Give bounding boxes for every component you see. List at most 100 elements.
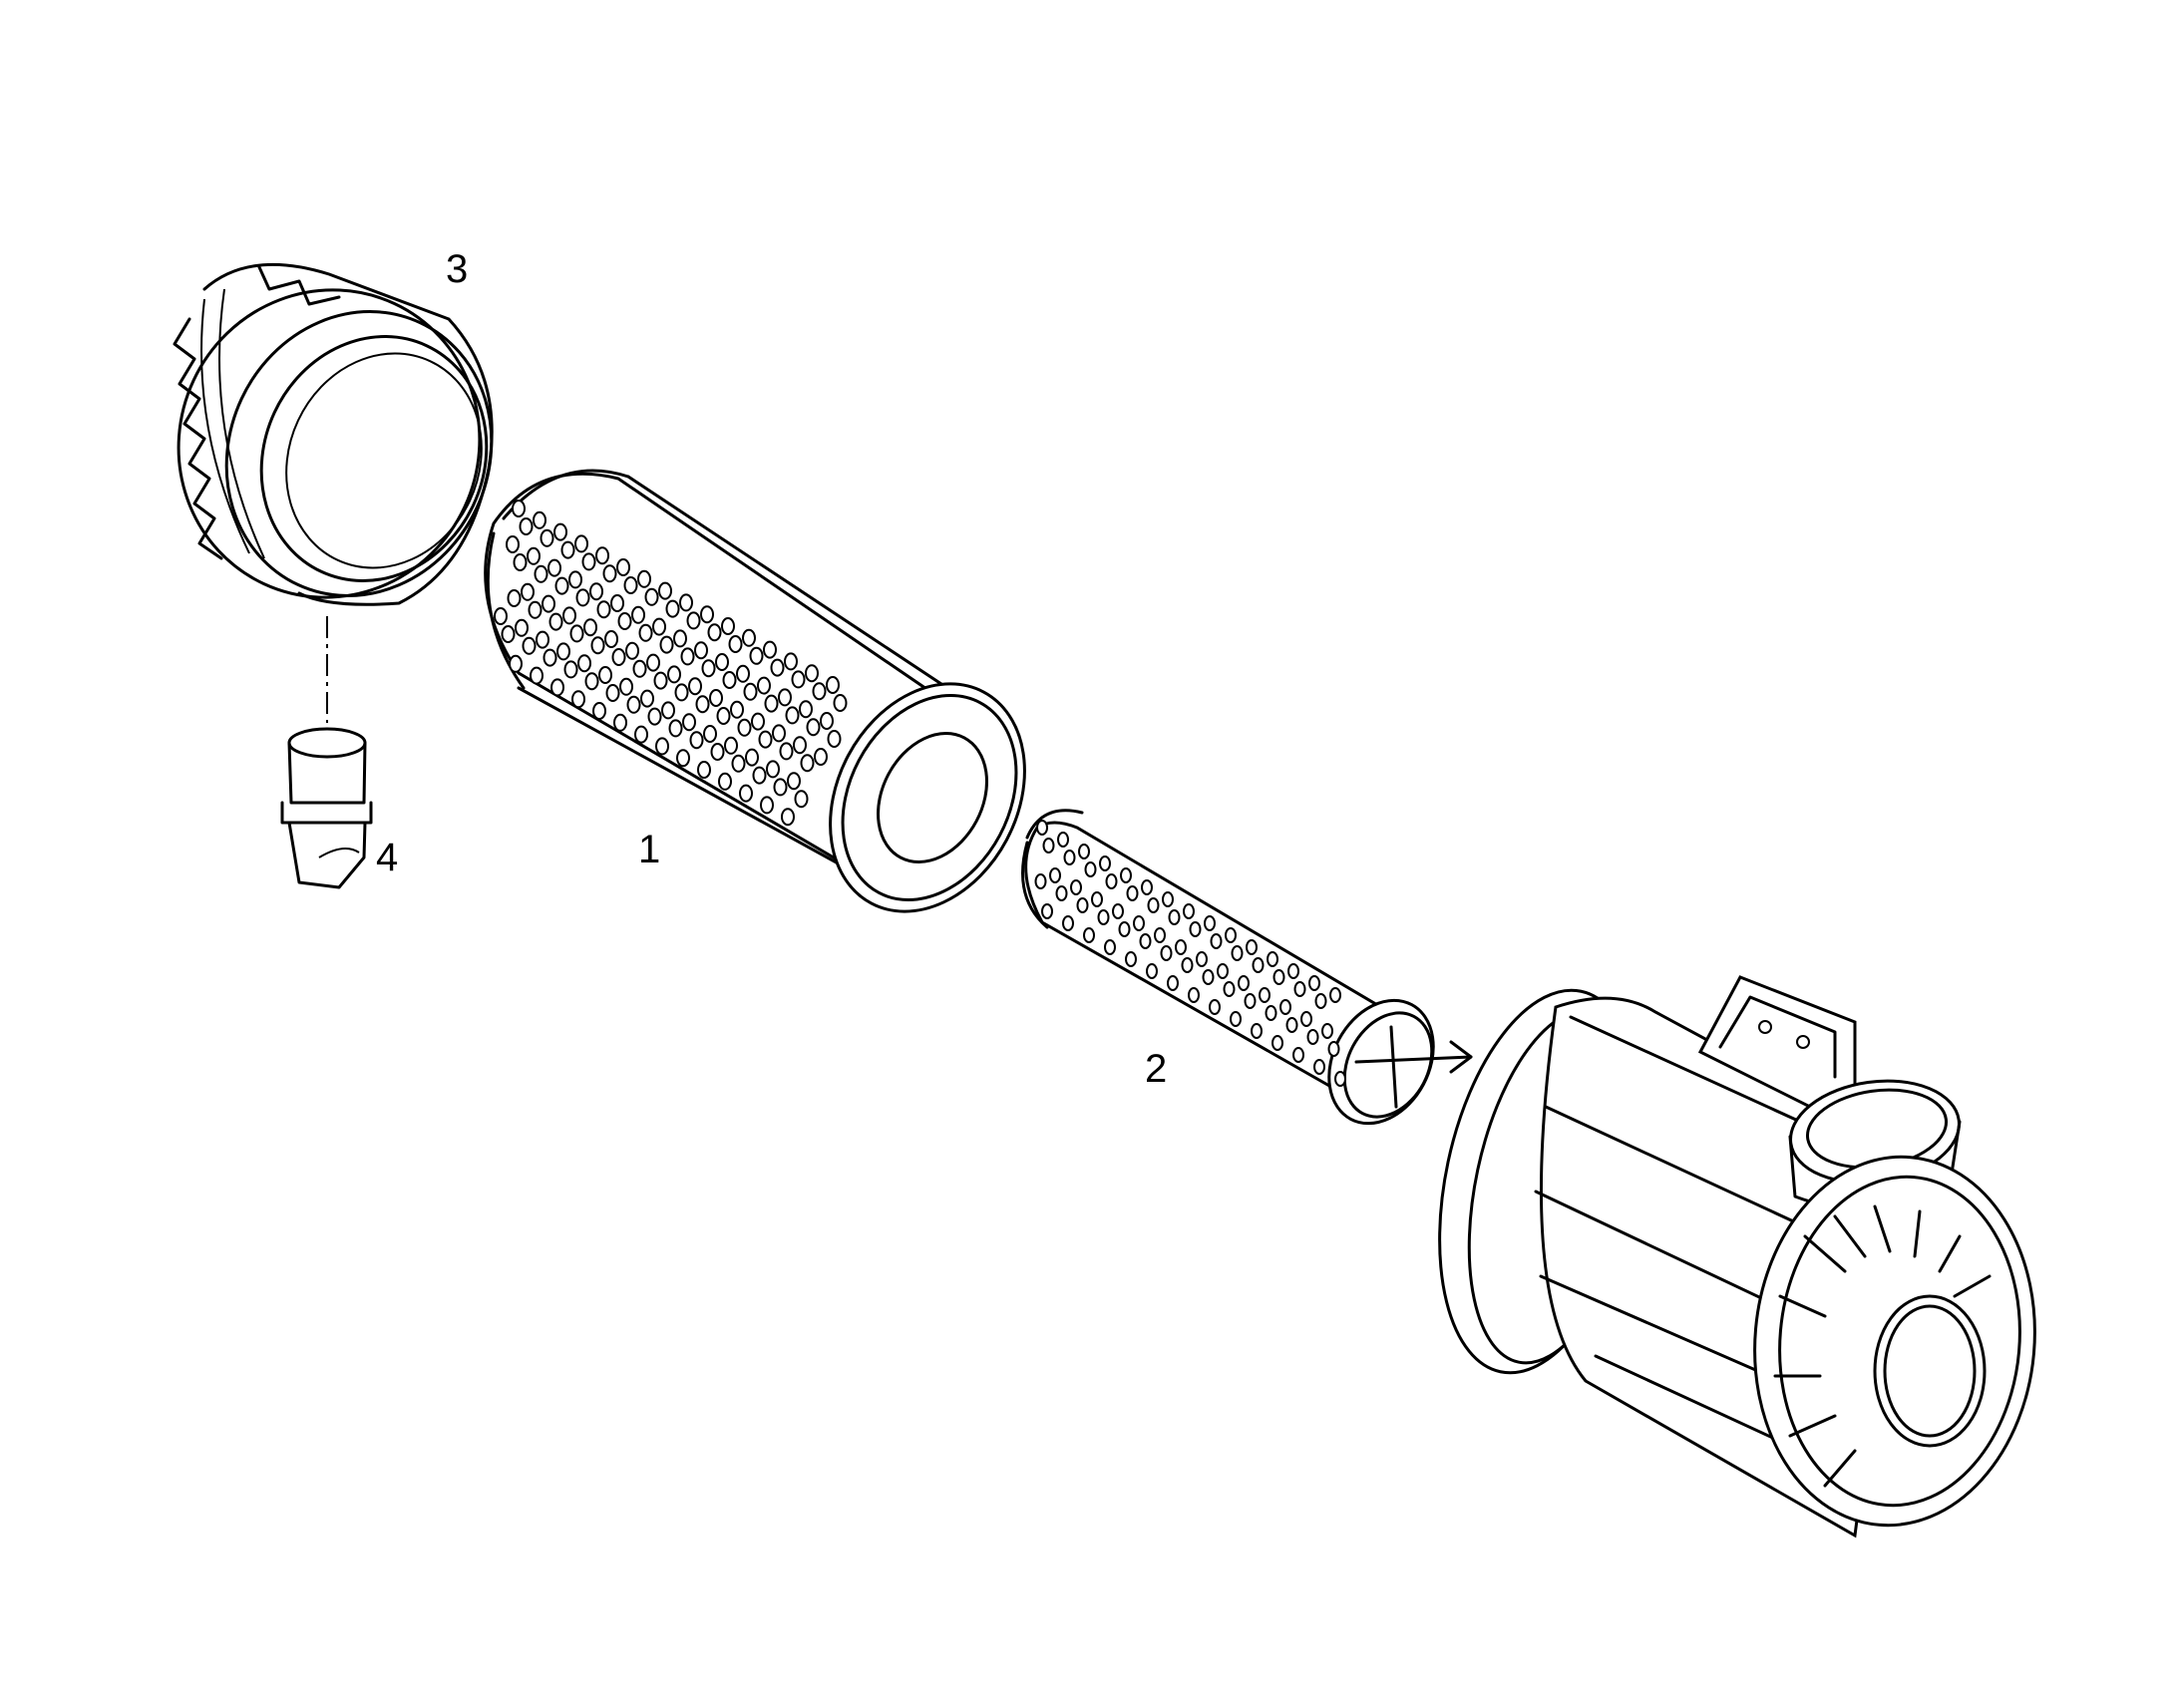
perforation-hole — [764, 694, 779, 713]
perforation-hole — [554, 576, 569, 595]
perforation-hole — [605, 684, 620, 702]
perforation-hole — [1034, 873, 1047, 889]
perforation-hole — [1267, 951, 1278, 967]
perforation-hole — [730, 700, 744, 719]
perforation-hole — [1141, 879, 1153, 895]
perforation-hole — [644, 587, 659, 606]
perforation-hole — [583, 618, 597, 637]
perforation-hole — [1168, 909, 1181, 925]
filter-perforations — [494, 500, 848, 827]
perforation-hole — [1084, 861, 1097, 877]
perforation-hole — [695, 695, 710, 714]
perforation-hole — [1313, 1059, 1325, 1075]
perforation-hole — [506, 535, 520, 553]
perforation-hole — [1238, 975, 1250, 991]
perforation-hole — [826, 676, 840, 694]
perforation-hole — [1126, 885, 1139, 901]
perforation-hole — [697, 761, 711, 779]
perforation-hole — [501, 625, 516, 643]
perforation-hole — [515, 618, 529, 637]
perforation-hole — [575, 588, 590, 607]
perforation-hole — [652, 617, 666, 636]
perforation-hole — [611, 648, 626, 666]
perforation-hole — [568, 570, 582, 589]
perforation-hole — [1118, 921, 1131, 937]
perforation-hole — [1292, 1047, 1304, 1063]
perforation-hole — [647, 707, 662, 726]
perforation-hole — [742, 628, 756, 647]
perforation-hole — [1272, 969, 1285, 985]
perforation-hole — [1225, 927, 1237, 943]
perforation-hole — [1204, 915, 1216, 931]
perforation-hole — [805, 664, 819, 683]
perforation-hole — [689, 731, 704, 750]
safety-filter-perforations — [1034, 820, 1346, 1087]
perforation-hole — [722, 671, 737, 689]
perforation-hole — [637, 569, 651, 588]
perforation-hole — [550, 678, 564, 697]
perforation-hole — [812, 682, 827, 701]
perforation-hole — [799, 700, 813, 719]
perforation-hole — [527, 546, 541, 565]
perforation-hole — [598, 666, 612, 684]
perforation-hole — [1293, 981, 1306, 997]
perforation-hole — [521, 582, 535, 601]
perforation-hole — [736, 664, 750, 683]
perforation-hole — [709, 689, 723, 707]
perforation-hole — [667, 665, 681, 684]
perforation-hole — [1183, 903, 1195, 919]
perforation-hole — [1202, 969, 1215, 985]
perforation-hole — [1265, 1005, 1277, 1021]
perforation-hole — [1091, 891, 1103, 907]
perforation-hole — [1125, 951, 1137, 967]
callout-part-4: 4 — [376, 836, 399, 879]
perforation-hole — [745, 748, 759, 767]
perforation-hole — [1329, 987, 1341, 1003]
perforation-hole — [533, 511, 546, 529]
perforation-hole — [763, 640, 777, 659]
perforation-hole — [569, 624, 584, 643]
perforation-hole — [646, 653, 660, 672]
perforation-hole — [1120, 867, 1132, 883]
perforation-hole — [668, 719, 683, 738]
perforation-hole — [1070, 879, 1082, 895]
perforation-hole — [694, 641, 708, 660]
perforation-hole — [673, 629, 687, 648]
perforation-hole — [632, 659, 647, 678]
perforation-hole — [665, 599, 680, 618]
perforation-hole — [658, 581, 672, 600]
perforation-hole — [1231, 945, 1244, 961]
perforation-hole — [766, 760, 780, 779]
perforation-hole — [772, 724, 786, 743]
perforation-hole — [522, 636, 537, 655]
filter-housing — [1438, 975, 2036, 1538]
perforation-hole — [534, 564, 548, 583]
perforation-hole — [686, 611, 701, 630]
perforation-hole — [1146, 963, 1158, 979]
perforation-hole — [1210, 933, 1223, 949]
perforation-hole — [1167, 975, 1179, 991]
perforation-hole — [1334, 1071, 1346, 1087]
perforation-hole — [659, 635, 674, 654]
perforation-hole — [1112, 903, 1124, 919]
perforation-hole — [590, 636, 605, 655]
perforation-hole — [773, 778, 788, 797]
perforation-hole — [617, 612, 632, 630]
perforation-hole — [1133, 915, 1145, 931]
perforation-hole — [1057, 832, 1069, 848]
perforation-hole — [1139, 933, 1152, 949]
perforation-hole — [814, 748, 828, 766]
perforation-hole — [1314, 993, 1327, 1009]
perforation-hole — [820, 712, 834, 730]
perforation-hole — [513, 553, 528, 571]
perforation-hole — [1300, 1011, 1312, 1027]
callout-part-2: 2 — [1145, 1047, 1168, 1091]
perforation-hole — [571, 690, 585, 709]
perforation-hole — [1189, 921, 1202, 937]
perforation-hole — [653, 671, 668, 690]
perforation-hole — [560, 540, 575, 559]
perforation-hole — [752, 766, 767, 785]
perforation-hole — [760, 796, 774, 815]
perforation-hole — [721, 617, 735, 635]
